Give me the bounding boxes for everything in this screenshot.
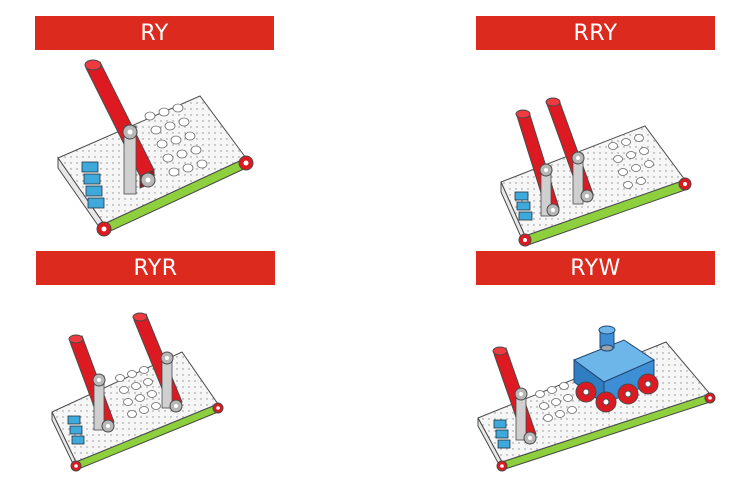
sensor-modules <box>81 161 105 209</box>
sensor-modules <box>493 419 511 449</box>
panel-ryw-illustration <box>477 325 716 472</box>
panel-ryr-banner: RYR <box>36 251 275 285</box>
panel-ryr-illustration <box>51 312 224 472</box>
conveyor-belt <box>51 351 224 472</box>
red-wheels <box>575 373 659 413</box>
red-roller <box>68 334 115 433</box>
panel-rry-banner: RRY <box>476 16 715 50</box>
red-roller <box>515 109 560 217</box>
sensor-modules <box>514 191 533 221</box>
cup-array <box>115 366 161 418</box>
red-roller <box>132 312 183 413</box>
red-roller <box>492 346 537 445</box>
cup-array <box>608 134 654 189</box>
conveyor-belt <box>57 95 254 237</box>
wheel-motor-unit <box>572 325 659 413</box>
red-roller <box>84 59 156 195</box>
red-roller <box>545 97 594 205</box>
cup-array <box>535 382 577 422</box>
sensor-modules <box>67 415 85 445</box>
panel-rry-illustration <box>500 97 692 247</box>
cup-array <box>144 103 208 177</box>
panel-ryw-banner: RYW <box>476 251 715 285</box>
panel-ry-banner: RY <box>35 16 274 50</box>
panel-ry-illustration <box>57 59 254 237</box>
